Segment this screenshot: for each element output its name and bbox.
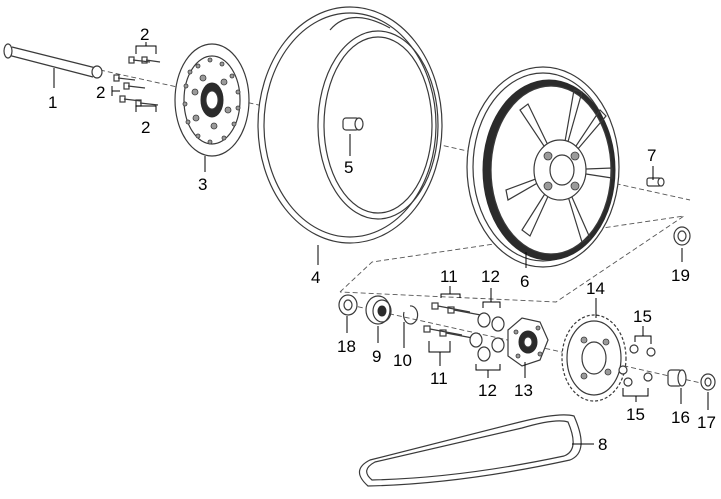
callout-16: 16 xyxy=(671,408,690,427)
callout-1: 1 xyxy=(48,93,57,112)
sprocket xyxy=(561,314,627,402)
callout-12a: 12 xyxy=(481,267,500,286)
collar xyxy=(338,294,358,316)
washer xyxy=(673,226,691,246)
wheel-rim xyxy=(466,66,620,268)
drive-belt xyxy=(358,414,582,487)
callout-12b: 12 xyxy=(478,381,497,400)
callout-17: 17 xyxy=(697,413,716,432)
callout-10: 10 xyxy=(393,351,412,370)
callout-7: 7 xyxy=(647,146,656,165)
callout-11a: 11 xyxy=(440,267,458,286)
callout-15a: 15 xyxy=(633,307,652,326)
callout-6: 6 xyxy=(520,272,529,291)
callout-14: 14 xyxy=(586,279,605,298)
callout-2a: 2 xyxy=(140,25,149,44)
callout-2c: 2 xyxy=(141,118,150,137)
brake-disc xyxy=(174,43,250,157)
sprocket-carrier xyxy=(507,317,549,367)
axle-nut xyxy=(700,373,716,391)
disc-bolts xyxy=(113,56,161,107)
callouts: 1 2 2 2 3 4 5 6 7 8 9 10 11 11 12 12 13 … xyxy=(48,25,716,454)
bearing xyxy=(365,295,392,325)
callout-8: 8 xyxy=(598,435,607,454)
callout-4: 4 xyxy=(311,268,320,287)
axle xyxy=(3,43,103,79)
leader-lines xyxy=(53,42,709,445)
callout-11b: 11 xyxy=(430,369,448,388)
callout-9: 9 xyxy=(372,347,381,366)
callout-2b: 2 xyxy=(96,83,105,102)
callout-18: 18 xyxy=(337,337,356,356)
sprocket-nuts xyxy=(618,344,656,387)
circlip xyxy=(403,305,419,325)
valve-cap xyxy=(646,177,665,187)
callout-19: 19 xyxy=(671,266,690,285)
callout-3: 3 xyxy=(198,175,207,194)
callout-13: 13 xyxy=(514,381,533,400)
hub-dampers xyxy=(469,312,505,362)
callout-5: 5 xyxy=(344,158,353,177)
valve xyxy=(342,117,364,131)
callout-15b: 15 xyxy=(626,405,645,424)
spacer xyxy=(667,369,687,387)
